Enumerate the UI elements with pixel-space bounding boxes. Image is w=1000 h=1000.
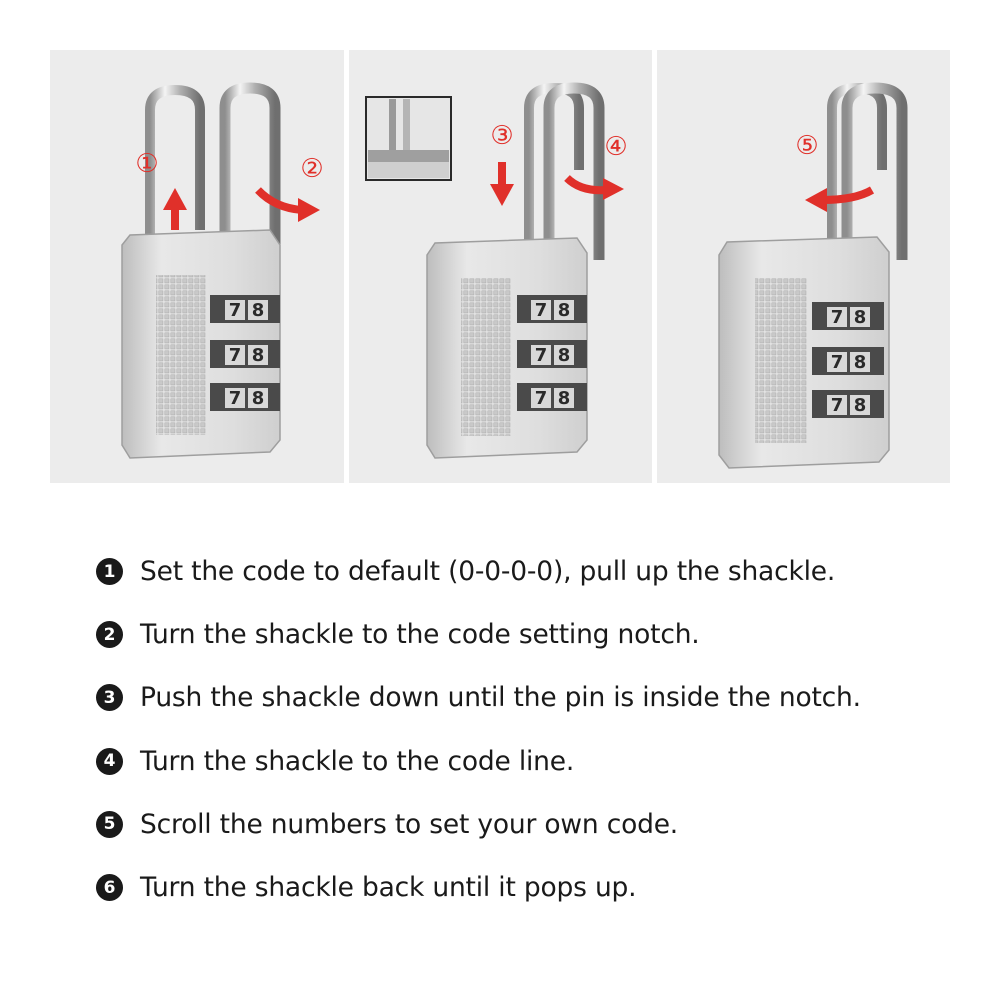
arrow-curved-right-icon (564, 175, 624, 200)
dial-digit[interactable]: 7 (535, 345, 548, 366)
list-item: 5 Scroll the numbers to set your own cod… (96, 793, 976, 856)
step-number-badge: 2 (96, 621, 123, 649)
arrow-down-icon (490, 162, 514, 206)
dial-digit[interactable]: 8 (854, 352, 867, 373)
step-text: Turn the shackle to the code line. (140, 745, 575, 777)
dial-digit[interactable]: 8 (558, 345, 571, 366)
panel-step-1-2: 7 8 7 8 7 8 ① ② (50, 50, 344, 483)
padlock-illustration-3: 7 8 7 8 7 8 ⑤ (718, 82, 908, 469)
step-marker: ① (135, 149, 158, 179)
padlock-illustration-2: 7 8 7 8 7 8 ③ ④ (365, 82, 628, 459)
list-item: 3 Push the shackle down until the pin is… (96, 666, 976, 729)
step-text: Push the shackle down until the pin is i… (140, 682, 861, 714)
dial-digit[interactable]: 7 (229, 345, 242, 366)
dial-digit[interactable]: 7 (831, 395, 844, 416)
step-marker: ⑤ (795, 131, 818, 161)
dial-digit[interactable]: 7 (229, 300, 242, 321)
arrow-curved-right-icon (255, 187, 320, 222)
step-text: Set the code to default (0-0-0-0), pull … (140, 556, 836, 588)
dial-digit[interactable]: 8 (252, 300, 265, 321)
arrow-up-icon (163, 188, 187, 230)
notch-detail-inset (365, 96, 452, 181)
padlock-illustration-1: 7 8 7 8 7 8 ① ② (121, 82, 324, 459)
dial-digit[interactable]: 7 (229, 388, 242, 409)
panel-step-5: 7 8 7 8 7 8 ⑤ (657, 50, 950, 483)
step-text: Scroll the numbers to set your own code. (140, 808, 679, 840)
instruction-steps: 1 Set the code to default (0-0-0-0), pul… (96, 540, 976, 919)
step-text: Turn the shackle back until it pops up. (140, 872, 637, 904)
list-item: 2 Turn the shackle to the code setting n… (96, 603, 976, 666)
list-item: 1 Set the code to default (0-0-0-0), pul… (96, 540, 976, 603)
dial-digit[interactable]: 8 (558, 300, 571, 321)
panel-step-3-4: 7 8 7 8 7 8 ③ ④ (349, 50, 652, 483)
step-number-badge: 4 (96, 747, 123, 775)
step-number-badge: 6 (96, 874, 123, 902)
step-marker: ③ (490, 121, 513, 151)
dial-digit[interactable]: 8 (252, 388, 265, 409)
dial-digit[interactable]: 8 (854, 307, 867, 328)
step-number-badge: 5 (96, 810, 123, 838)
dial-digit[interactable]: 8 (854, 395, 867, 416)
step-number-badge: 1 (96, 558, 123, 586)
step-marker: ④ (604, 132, 627, 162)
list-item: 4 Turn the shackle to the code line. (96, 730, 976, 793)
step-marker: ② (300, 154, 323, 184)
dial-digit[interactable]: 7 (831, 307, 844, 328)
dial-digit[interactable]: 8 (252, 345, 265, 366)
step-text: Turn the shackle to the code setting not… (140, 619, 700, 651)
arrow-curved-left-icon (805, 186, 875, 212)
dial-digit[interactable]: 7 (535, 300, 548, 321)
dial-digit[interactable]: 7 (535, 388, 548, 409)
list-item: 6 Turn the shackle back until it pops up… (96, 856, 976, 919)
step-number-badge: 3 (96, 684, 123, 712)
instruction-panels: 7 8 7 8 7 8 ① ② (50, 50, 950, 483)
dial-digit[interactable]: 7 (831, 352, 844, 373)
dial-digit[interactable]: 8 (558, 388, 571, 409)
